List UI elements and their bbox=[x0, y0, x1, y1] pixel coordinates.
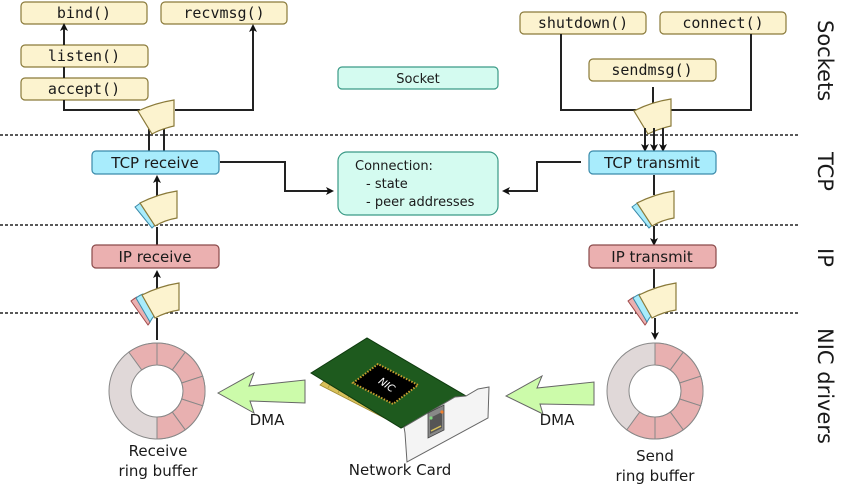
listen-label: listen() bbox=[48, 47, 120, 65]
network-card-label: Network Card bbox=[349, 461, 452, 479]
arrow-tcp-receive-to-connection bbox=[220, 161, 334, 195]
shutdown-box: shutdown() bbox=[519, 11, 647, 35]
send-ring-buffer-icon bbox=[606, 342, 704, 440]
layer-label-ip: IP bbox=[813, 248, 837, 267]
ring-segment bbox=[626, 411, 656, 440]
ip-transmit-label: IP transmit bbox=[611, 248, 693, 266]
sendmsg-label: sendmsg() bbox=[611, 61, 692, 79]
packet-wedge-icon bbox=[137, 99, 175, 135]
connection-item-peer-addresses: - peer addresses bbox=[366, 195, 475, 210]
tcp-transmit-box: TCP transmit bbox=[588, 150, 717, 175]
ip-receive-box: IP receive bbox=[91, 244, 220, 269]
receive-ring-buffer-icon bbox=[108, 342, 206, 440]
ring-segment bbox=[156, 411, 186, 440]
accept-box: accept() bbox=[20, 77, 149, 101]
tcp-packet-wedge-icon bbox=[631, 190, 675, 229]
arrow-to-recvmsg bbox=[175, 24, 257, 111]
line-accept-to-wedge bbox=[63, 100, 140, 111]
connection-title: Connection: bbox=[355, 159, 433, 174]
send-ring-label-line2: ring buffer bbox=[616, 467, 696, 484]
dma-label-right: DMA bbox=[540, 411, 575, 429]
layer-label-sockets: Sockets bbox=[813, 20, 837, 101]
tcp-packet-wedge-icon bbox=[134, 190, 178, 229]
receive-ring-label-line1: Receive bbox=[129, 442, 188, 460]
connection-item-state: - state bbox=[366, 177, 408, 192]
accept-label: accept() bbox=[48, 80, 120, 98]
tcp-receive-box: TCP receive bbox=[91, 150, 220, 175]
socket-box: Socket bbox=[337, 66, 499, 90]
layer-label-tcp: TCP bbox=[813, 151, 837, 191]
listen-box: listen() bbox=[20, 44, 149, 68]
connection-box: Connection: - state - peer addresses bbox=[337, 151, 499, 216]
tcp-transmit-label: TCP transmit bbox=[603, 154, 700, 172]
ip-receive-label: IP receive bbox=[118, 248, 191, 266]
line-shutdown-to-wedge bbox=[560, 34, 640, 111]
tcp-receive-label: TCP receive bbox=[110, 154, 198, 172]
ip-packet-wedge-icon bbox=[627, 282, 677, 326]
bind-box: bind() bbox=[20, 1, 148, 25]
bind-label: bind() bbox=[57, 4, 111, 22]
arrow-tcp-transmit-to-connection bbox=[502, 161, 581, 195]
socket-label: Socket bbox=[396, 72, 440, 87]
shutdown-label: shutdown() bbox=[538, 14, 628, 32]
network-card-icon: NIC bbox=[310, 337, 490, 463]
layer-label-nic-drivers: NIC drivers bbox=[813, 328, 837, 444]
recvmsg-box: recvmsg() bbox=[160, 1, 288, 25]
dma-arrow-left-icon bbox=[216, 371, 306, 415]
connect-label: connect() bbox=[682, 14, 763, 32]
connect-box: connect() bbox=[659, 11, 787, 35]
receive-ring-label-line2: ring buffer bbox=[119, 462, 199, 480]
sendmsg-box: sendmsg() bbox=[588, 58, 717, 82]
line-connect-to-wedge bbox=[670, 34, 752, 111]
packet-wedge-icon bbox=[633, 98, 672, 135]
dma-arrow-right-icon bbox=[504, 374, 595, 415]
ip-packet-wedge-icon bbox=[130, 282, 180, 326]
dma-label-left: DMA bbox=[250, 411, 285, 429]
ip-transmit-box: IP transmit bbox=[588, 244, 717, 269]
send-ring-label-line1: Send bbox=[636, 447, 674, 465]
recvmsg-label: recvmsg() bbox=[183, 4, 264, 22]
